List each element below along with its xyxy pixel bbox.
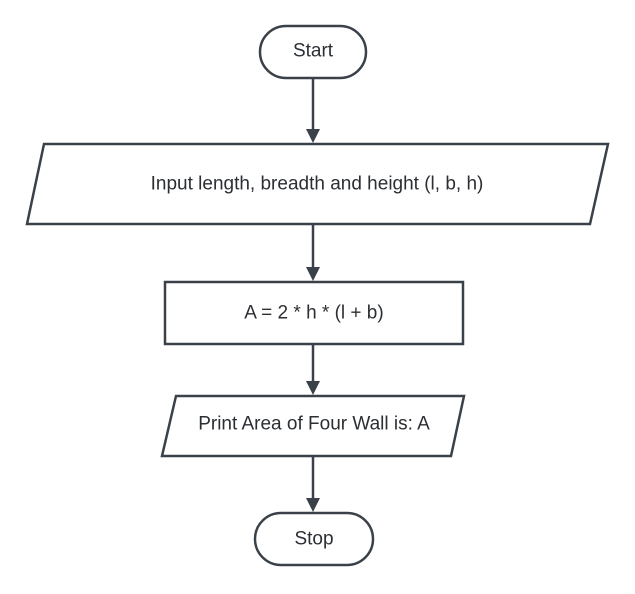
input-label: Input length, breadth and height (l, b, … (151, 174, 484, 195)
connector-start-to-input (306, 78, 320, 143)
stop-node: Stop (253, 511, 375, 567)
input-node: Input length, breadth and height (l, b, … (25, 142, 610, 226)
connector-input-to-process (306, 224, 320, 281)
process-label: A = 2 * h * (l + b) (244, 303, 383, 324)
start-label: Start (293, 41, 334, 62)
process-node: A = 2 * h * (l + b) (163, 280, 465, 346)
output-label: Print Area of Four Wall is: A (198, 414, 430, 435)
output-node: Print Area of Four Wall is: A (160, 394, 466, 458)
connector-process-to-output (306, 344, 320, 395)
start-node: Start (258, 24, 368, 80)
stop-label: Stop (294, 529, 333, 550)
connector-output-to-stop (306, 456, 320, 512)
